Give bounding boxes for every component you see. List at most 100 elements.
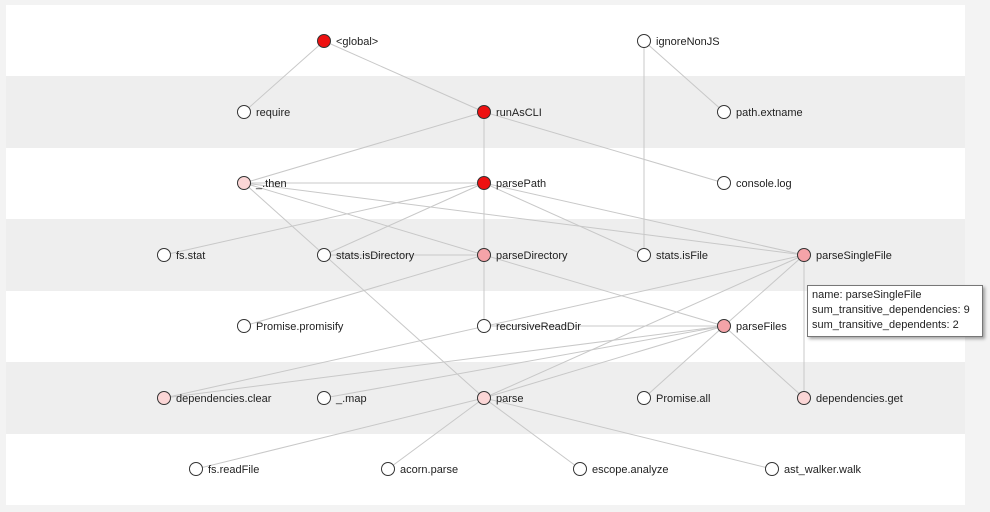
node-runAsCLI[interactable]: runAsCLI <box>477 105 542 119</box>
node-fs_readFile[interactable]: fs.readFile <box>189 462 260 476</box>
node-label-parseDirectory: parseDirectory <box>496 250 568 262</box>
node-circle-console_log[interactable] <box>717 176 731 190</box>
node-circle-dependencies_clear[interactable] <box>157 391 171 405</box>
node-require[interactable]: require <box>237 105 291 119</box>
edge-parsePath-to-stats_isDirectory <box>323 182 485 256</box>
node-circle-ast_walker_walk[interactable] <box>765 462 779 476</box>
edge-parsePath-to-parseSingleFile <box>483 182 805 256</box>
node-circle-acorn_parse[interactable] <box>381 462 395 476</box>
edge-then-to-parseSingleFile <box>243 182 805 256</box>
node-dependencies_clear[interactable]: dependencies.clear <box>157 391 272 405</box>
edge-then-to-parseDirectory <box>243 182 485 256</box>
node-circle-recursiveReadDir[interactable] <box>477 319 491 333</box>
node-map[interactable]: _.map <box>317 391 367 405</box>
node-circle-parseSingleFile[interactable] <box>797 248 811 262</box>
node-path_extname[interactable]: path.extname <box>717 105 803 119</box>
edge-parse-to-fs_readFile <box>195 397 485 470</box>
node-circle-path_extname[interactable] <box>717 105 731 119</box>
node-label-recursiveReadDir: recursiveReadDir <box>496 321 581 333</box>
node-label-parseSingleFile: parseSingleFile <box>816 250 892 262</box>
node-circle-require[interactable] <box>237 105 251 119</box>
level-band-0 <box>6 5 965 76</box>
edge-parse-to-acorn_parse <box>387 397 485 470</box>
node-circle-fs_readFile[interactable] <box>189 462 203 476</box>
node-label-require: require <box>256 107 290 119</box>
node-circle-parseDirectory[interactable] <box>477 248 491 262</box>
tooltip-dependents: sum_transitive_dependents: 2 <box>812 319 959 331</box>
node-circle-runAsCLI[interactable] <box>477 105 491 119</box>
node-label-global: <global> <box>336 36 378 48</box>
node-parseSingleFile[interactable]: parseSingleFile <box>797 248 892 262</box>
node-label-dependencies_clear: dependencies.clear <box>176 393 272 405</box>
node-circle-global[interactable] <box>317 34 331 48</box>
node-circle-stats_isDirectory[interactable] <box>317 248 331 262</box>
edge-parseDirectory-to-promise_promisify <box>243 254 485 327</box>
node-then[interactable]: _.then <box>237 176 287 190</box>
node-circle-parseFiles[interactable] <box>717 319 731 333</box>
node-stats_isDirectory[interactable]: stats.isDirectory <box>317 248 415 262</box>
node-circle-dependencies_get[interactable] <box>797 391 811 405</box>
node-circle-escope_analyze[interactable] <box>573 462 587 476</box>
node-tooltip: name: parseSingleFile sum_transitive_dep… <box>807 285 983 337</box>
node-recursiveReadDir[interactable]: recursiveReadDir <box>477 319 582 333</box>
edge-parseFiles-to-promise_all <box>643 325 725 399</box>
node-label-escope_analyze: escope.analyze <box>592 464 668 476</box>
edges <box>163 40 805 470</box>
edge-parseFiles-to-map <box>323 325 725 399</box>
edge-global-to-require <box>243 40 325 113</box>
node-ast_walker_walk[interactable]: ast_walker.walk <box>765 462 862 476</box>
edge-ignoreNonJS-to-path_extname <box>643 40 725 113</box>
edge-parseFiles-to-dependencies_get <box>723 325 805 399</box>
nodes: <global> ignoreNonJS require runAsCLI path.e… <box>157 34 903 476</box>
node-acorn_parse[interactable]: acorn.parse <box>381 462 459 476</box>
node-fs_stat[interactable]: fs.stat <box>157 248 206 262</box>
node-circle-promise_all[interactable] <box>637 391 651 405</box>
node-label-then: _.then <box>255 178 287 190</box>
level-band-6 <box>6 434 965 505</box>
node-parse[interactable]: parse <box>477 391 524 405</box>
node-circle-then[interactable] <box>237 176 251 190</box>
node-label-runAsCLI: runAsCLI <box>496 107 542 119</box>
node-circle-promise_promisify[interactable] <box>237 319 251 333</box>
edge-parseSingleFile-to-parseFiles <box>723 254 805 327</box>
node-dependencies_get[interactable]: dependencies.get <box>797 391 903 405</box>
node-promise_promisify[interactable]: Promise.promisify <box>237 319 344 333</box>
node-label-promise_promisify: Promise.promisify <box>256 321 344 333</box>
node-circle-ignoreNonJS[interactable] <box>637 34 651 48</box>
node-label-fs_readFile: fs.readFile <box>208 464 259 476</box>
node-label-parse: parse <box>496 393 524 405</box>
node-circle-map[interactable] <box>317 391 331 405</box>
edge-runAsCLI-to-console_log <box>483 111 725 184</box>
node-label-ignoreNonJS: ignoreNonJS <box>656 36 720 48</box>
node-console_log[interactable]: console.log <box>717 176 792 190</box>
edge-parsePath-to-fs_stat <box>163 182 485 256</box>
node-parseDirectory[interactable]: parseDirectory <box>477 248 569 262</box>
node-label-stats_isDirectory: stats.isDirectory <box>336 250 415 262</box>
node-label-console_log: console.log <box>736 178 792 190</box>
node-promise_all[interactable]: Promise.all <box>637 391 711 405</box>
node-global[interactable]: <global> <box>317 34 379 48</box>
edge-parseFiles-to-dependencies_clear <box>163 325 725 399</box>
node-label-ast_walker_walk: ast_walker.walk <box>784 464 862 476</box>
node-label-fs_stat: fs.stat <box>176 250 205 262</box>
node-parseFiles[interactable]: parseFiles <box>717 319 788 333</box>
node-label-path_extname: path.extname <box>736 107 803 119</box>
node-escope_analyze[interactable]: escope.analyze <box>573 462 669 476</box>
node-circle-stats_isFile[interactable] <box>637 248 651 262</box>
node-label-stats_isFile: stats.isFile <box>656 250 708 262</box>
node-stats_isFile[interactable]: stats.isFile <box>637 248 708 262</box>
edge-parse-to-escope_analyze <box>483 397 581 470</box>
edge-runAsCLI-to-then <box>243 111 485 184</box>
node-label-promise_all: Promise.all <box>656 393 710 405</box>
edge-parse-to-ast_walker_walk <box>483 397 773 470</box>
node-circle-parsePath[interactable] <box>477 176 491 190</box>
tooltip-name: name: parseSingleFile <box>812 289 922 301</box>
node-circle-parse[interactable] <box>477 391 491 405</box>
node-label-parseFiles: parseFiles <box>736 321 787 333</box>
node-ignoreNonJS[interactable]: ignoreNonJS <box>637 34 720 48</box>
node-label-acorn_parse: acorn.parse <box>400 464 458 476</box>
node-parsePath[interactable]: parsePath <box>477 176 547 190</box>
node-circle-fs_stat[interactable] <box>157 248 171 262</box>
